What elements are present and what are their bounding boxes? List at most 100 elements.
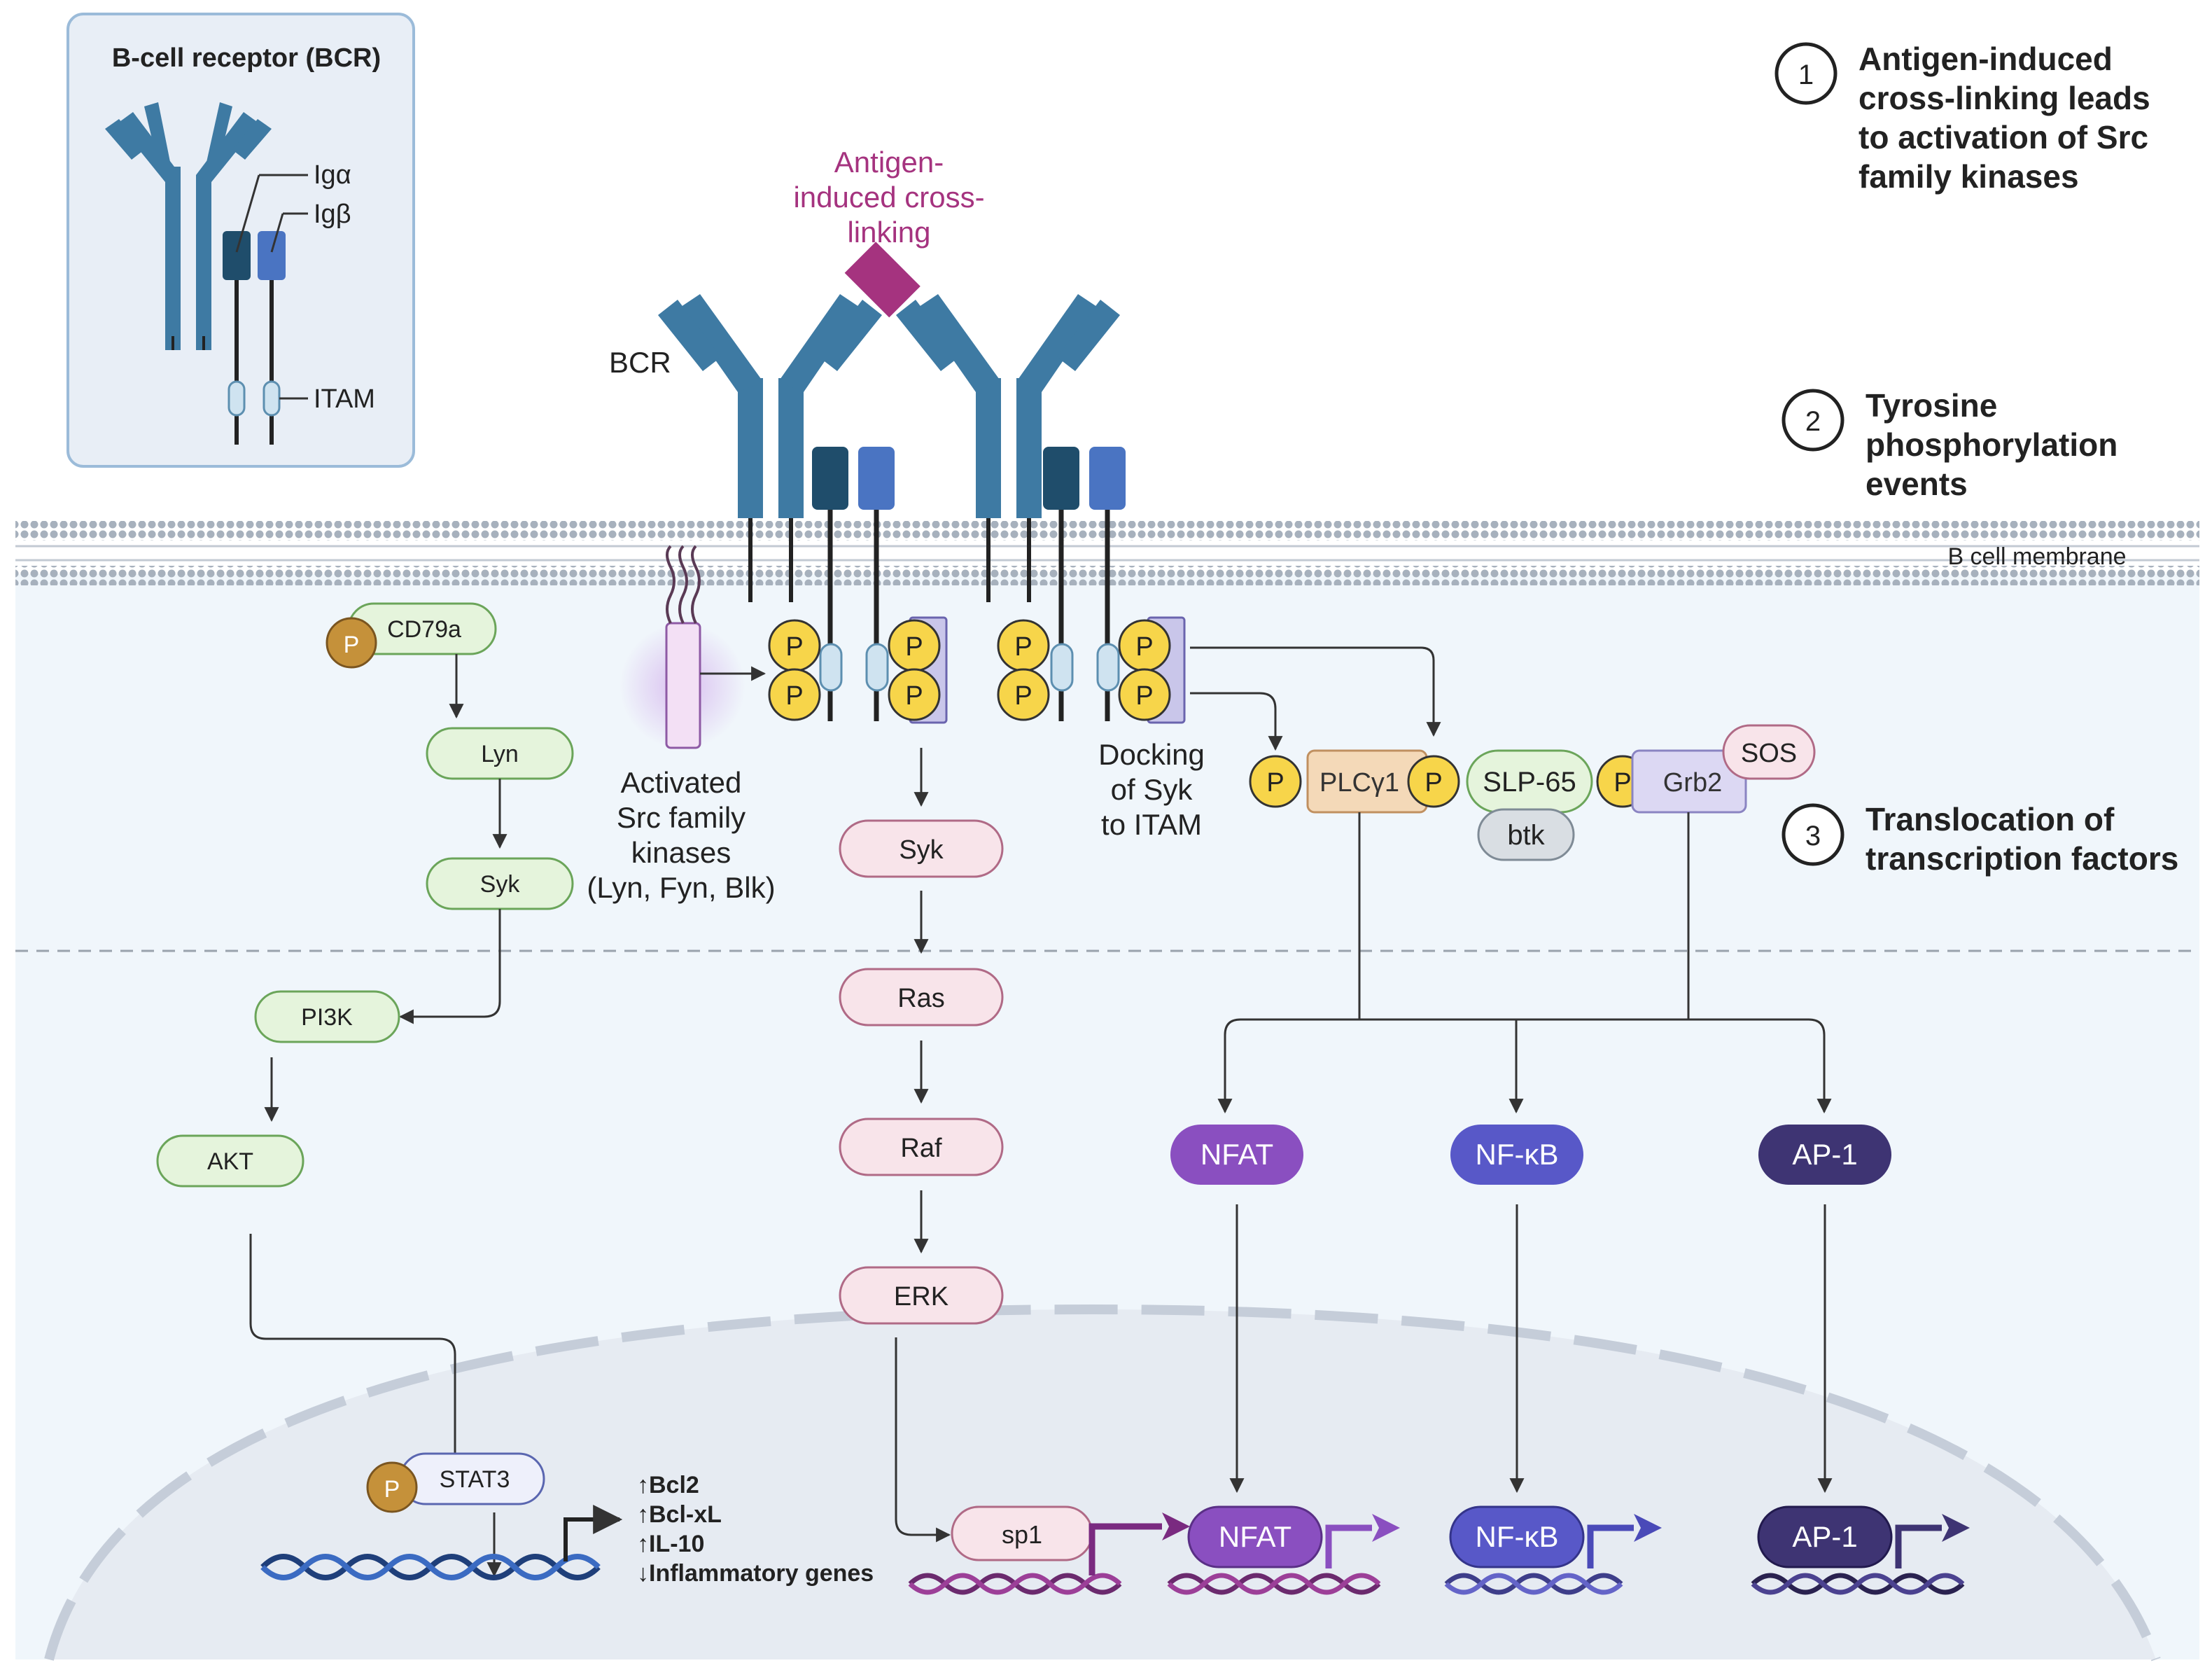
nfat-nuclear-node (1187, 1505, 1323, 1568)
ras-label: Ras (897, 984, 945, 1013)
svg-text:P: P (1614, 768, 1631, 798)
svg-text:P: P (1014, 681, 1032, 711)
step-1-number: 1 (1798, 60, 1814, 90)
step-3-line-2: transcription factors (1865, 840, 2178, 877)
svg-text:P: P (785, 681, 803, 711)
step-1-line-2: cross-linking leads (1858, 80, 2150, 116)
inset-igb (258, 231, 286, 280)
bcr-left (658, 294, 882, 518)
igb-right (1089, 447, 1126, 510)
akt-label: AKT (207, 1148, 253, 1175)
step-1-line-4: family kinases (1858, 158, 2079, 195)
middle-pathway: Syk Ras Raf ERK sp1 (839, 748, 1093, 1561)
itam-1 (819, 643, 843, 692)
src-label-1: Activated (621, 766, 742, 799)
src-label-3: kinases (631, 836, 731, 869)
nuclear-envelope (44, 1304, 2161, 1662)
svg-text:P: P (1135, 632, 1153, 662)
step-3-line-1: Translocation of (1865, 801, 2115, 837)
step-2-line-2: phosphorylation (1865, 426, 2118, 463)
src-label-4: (Lyn, Fyn, Blk) (587, 871, 775, 904)
gene-2: ↑Bcl-xL (637, 1501, 722, 1528)
stat3-label: STAT3 (440, 1466, 510, 1493)
inset-itam-right (262, 380, 281, 417)
membrane-label: B cell membrane (1947, 543, 2126, 570)
antigen-icon (844, 242, 920, 318)
step-3: 3 Translocation of transcription factors (1782, 801, 2178, 877)
akt-node (156, 1134, 304, 1188)
phospho-stat3 (366, 1461, 418, 1513)
gene-3: ↑IL-10 (637, 1531, 704, 1557)
nfat-node (1170, 1125, 1303, 1185)
docking-label-3: to ITAM (1101, 808, 1202, 841)
dna-stat3 (260, 1554, 601, 1580)
syk-node (839, 819, 1004, 878)
ap1-node (1758, 1125, 1891, 1185)
transcription-factors: NFAT NF-κB AP-1 NFAT NF-κB AP-1 (1170, 1125, 1893, 1568)
docking-label-2: of Syk (1111, 773, 1194, 806)
pi3k-node (254, 990, 400, 1043)
lipid-anchor-2 (678, 545, 688, 624)
svg-text:P: P (344, 632, 360, 658)
src-label-2: Src family (617, 801, 746, 834)
step-2: 2 Tyrosine phosphorylation events (1782, 387, 2118, 502)
itam-3 (1050, 643, 1074, 692)
sos-node (1722, 724, 1816, 780)
svg-text:P: P (384, 1476, 400, 1503)
phospho-plcg1-right (1407, 755, 1460, 808)
inset-iga-label: Igα (314, 160, 351, 190)
phospho-group: P P P P P P P P (768, 619, 1171, 721)
ap1-nuclear-node (1757, 1505, 1893, 1568)
erk-node (839, 1266, 1004, 1325)
inset-itam-label: ITAM (314, 384, 375, 414)
ras-node (839, 968, 1004, 1027)
docking-label-1: Docking (1098, 738, 1205, 771)
nfkb-nuclear-label: NF-κB (1476, 1520, 1559, 1553)
bcr-right (896, 294, 1120, 518)
erk-label: ERK (894, 1282, 948, 1311)
inset-itam-left (227, 380, 246, 417)
dna-tfs (908, 1573, 1965, 1595)
cd79a-label: CD79a (387, 616, 461, 643)
transcription-arrow-ap1 (1895, 1524, 1942, 1568)
transcription-arrow-nfkb (1587, 1524, 1634, 1568)
btk-node (1477, 808, 1575, 861)
nfkb-node (1450, 1125, 1583, 1185)
nfkb-label: NF-κB (1476, 1138, 1559, 1171)
step-2-number: 2 (1805, 406, 1821, 437)
syk-label: Syk (899, 835, 944, 865)
lipid-anchor-3 (691, 545, 701, 624)
itam-4 (1096, 643, 1120, 692)
svg-text:P: P (1014, 632, 1032, 662)
sos-label: SOS (1741, 739, 1797, 768)
step-1-line-1: Antigen-induced (1858, 41, 2113, 77)
phospho-cd79a (326, 617, 377, 669)
raf-node (839, 1118, 1004, 1176)
step-2-line-1: Tyrosine (1865, 387, 1997, 424)
nucleus (49, 1309, 2156, 1659)
lyn-label: Lyn (481, 741, 519, 767)
nfat-nuclear-label: NFAT (1219, 1520, 1292, 1553)
plcg1-label: PLCγ1 (1320, 768, 1399, 798)
ap1-label: AP-1 (1792, 1138, 1857, 1171)
svg-text:P: P (785, 632, 803, 662)
lipid-anchor-1 (666, 545, 676, 624)
iga-left (812, 447, 848, 510)
transcription-arrow-nfat (1325, 1524, 1372, 1568)
phospho-plcg1-left (1249, 755, 1302, 808)
inset-antibody (105, 102, 272, 350)
grb2-label: Grb2 (1663, 768, 1722, 798)
gene-1: ↑Bcl2 (637, 1472, 699, 1498)
src-kinase (665, 622, 701, 749)
bcr-inset: B-cell receptor (BCR) Igα Igβ ITAM (66, 13, 415, 468)
svg-text:P: P (1266, 768, 1284, 798)
svg-text:P: P (1135, 681, 1153, 711)
pi3k-label: PI3K (301, 1004, 353, 1031)
bcr-label: BCR (609, 346, 671, 379)
signaling-complex: PLCγ1 P P SLP-65 btk P Grb2 SOS (1190, 646, 1832, 1114)
raf-label: Raf (900, 1134, 942, 1163)
inset-iga (223, 231, 251, 280)
left-pathway: CD79a P Lyn Syk PI3K AKT STAT3 P (156, 602, 574, 1578)
antigen-label-3: linking (847, 216, 930, 249)
